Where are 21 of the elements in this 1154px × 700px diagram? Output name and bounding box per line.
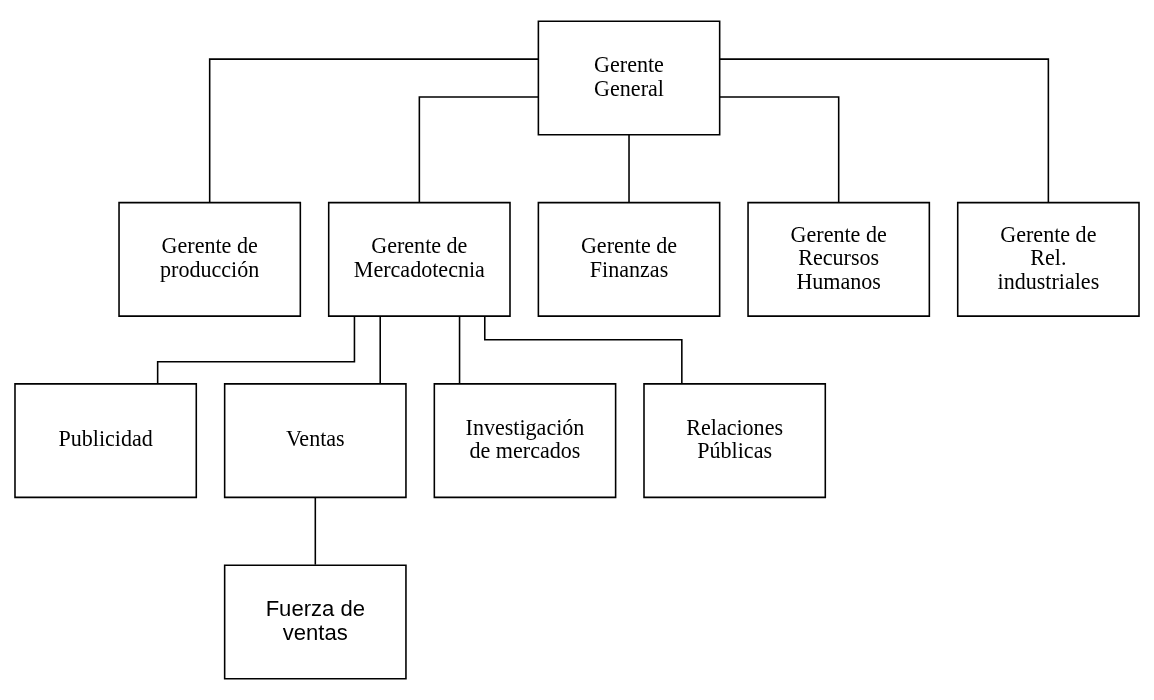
node-box: Publicidad	[14, 383, 198, 499]
node-box: Investigación de mercados	[433, 383, 617, 499]
node-box: Gerente de Mercadotecnia	[327, 201, 511, 317]
connector	[418, 96, 540, 204]
node-box: Fuerza de ventas	[223, 564, 407, 680]
connector	[458, 315, 461, 385]
node-box: Gerente General	[537, 20, 721, 136]
node-box: Relaciones Públicas	[643, 383, 827, 499]
connector	[379, 315, 381, 385]
connector	[719, 96, 840, 204]
node-box: Gerente de Rel. industriales	[956, 201, 1140, 317]
connector	[208, 58, 539, 204]
connector	[628, 134, 630, 203]
connector	[156, 315, 356, 385]
connector	[484, 315, 683, 385]
connector	[719, 58, 1050, 204]
node-box: Gerente de Finanzas	[537, 201, 721, 317]
node-box: Gerente de producción	[118, 201, 302, 317]
node-box: Gerente de Recursos Humanos	[747, 201, 931, 317]
connector	[314, 496, 317, 566]
node-box: Ventas	[223, 383, 407, 499]
